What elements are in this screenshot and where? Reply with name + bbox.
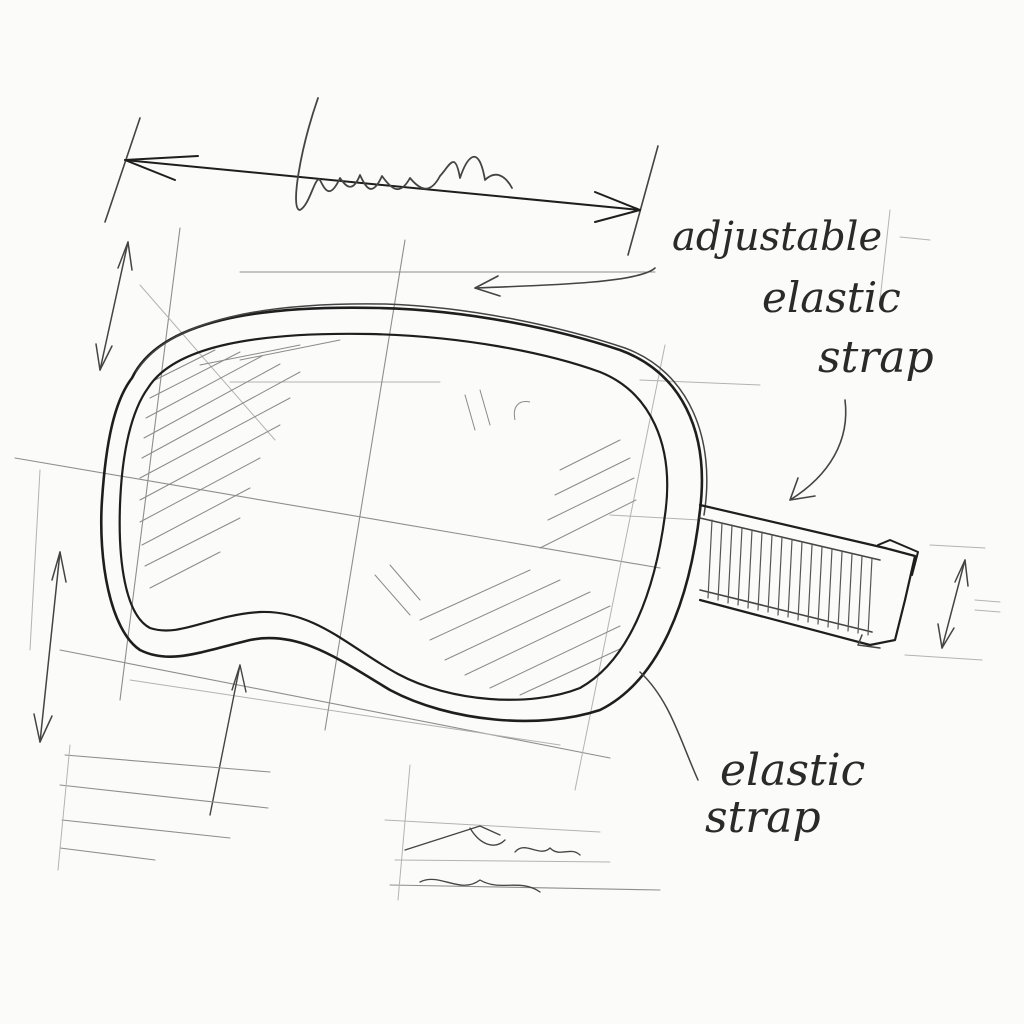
strap-height-arrow — [937, 559, 969, 649]
label-elastic-strap: elastic strap — [705, 745, 865, 843]
label-elastic-bottom-line: elastic — [720, 745, 865, 796]
label-leaders — [474, 267, 847, 781]
height-dimension-arrows — [33, 241, 247, 816]
goggle-strap — [698, 503, 919, 649]
goggle-frame — [99, 303, 708, 723]
label-adjustable-line: adjustable — [672, 214, 882, 260]
notes-scribbles — [57, 744, 661, 901]
width-dimension-arrow — [104, 97, 659, 256]
label-strap-bottom-line: strap — [705, 792, 821, 843]
construction-lines — [14, 209, 1001, 791]
lens-shading — [139, 339, 637, 696]
label-elastic-line: elastic — [762, 273, 901, 322]
label-strap-line: strap — [818, 332, 934, 383]
label-adjustable-elastic-strap: adjustable elastic strap — [672, 214, 934, 383]
